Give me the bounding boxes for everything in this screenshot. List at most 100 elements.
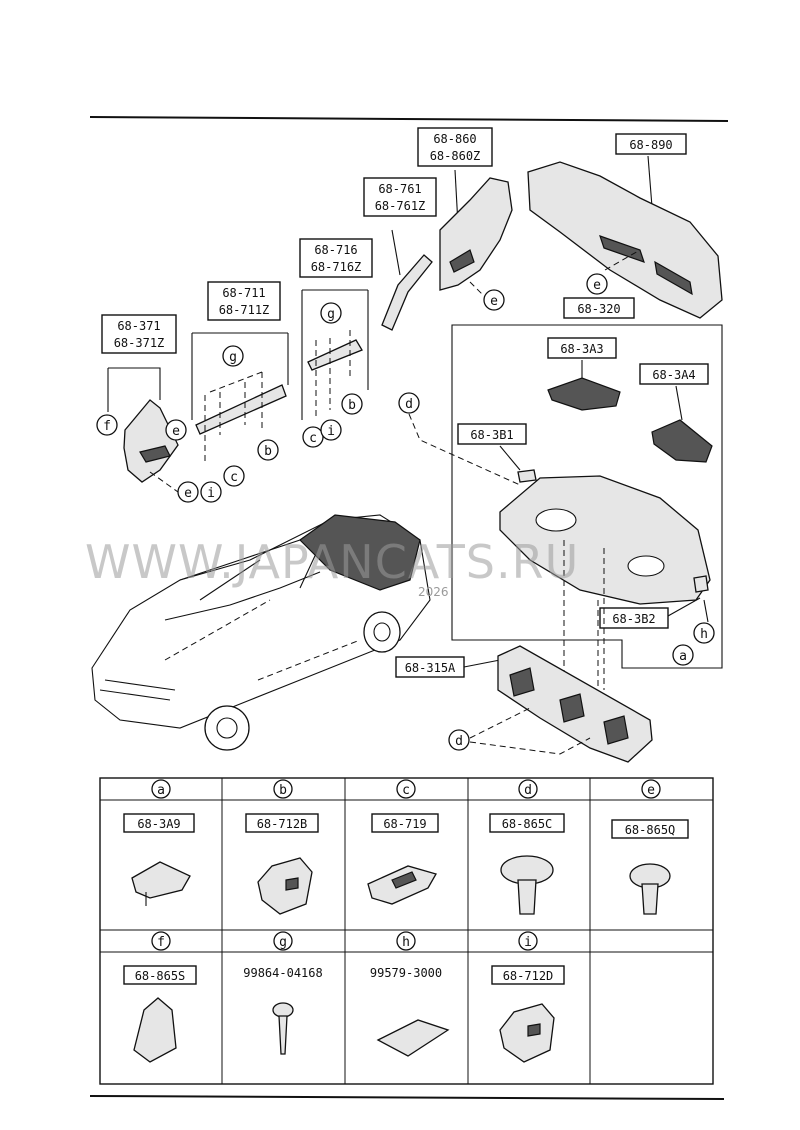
top-rule xyxy=(89,116,729,122)
pad-h-icon xyxy=(376,1019,450,1057)
svg-text:68-865Q: 68-865Q xyxy=(625,823,676,837)
svg-text:i: i xyxy=(524,935,532,950)
svg-text:68-320: 68-320 xyxy=(577,302,620,316)
marker-b-716: b xyxy=(341,393,363,415)
marker-c-716: c xyxy=(302,426,324,448)
marker-e-890: e xyxy=(586,273,608,295)
callout-68-3B1[interactable]: 68-3B1 xyxy=(457,423,527,445)
svg-text:h: h xyxy=(402,935,410,950)
svg-text:68-865C: 68-865C xyxy=(502,817,553,831)
callout-68-3A4[interactable]: 68-3A4 xyxy=(639,363,709,385)
marker-f-371: f xyxy=(96,414,118,436)
svg-text:68-761: 68-761 xyxy=(378,182,421,196)
svg-text:68-865S: 68-865S xyxy=(135,969,186,983)
svg-text:68-711Z: 68-711Z xyxy=(219,303,270,317)
clip-b-icon xyxy=(257,857,313,915)
svg-text:e: e xyxy=(490,294,498,309)
svg-text:68-3B2: 68-3B2 xyxy=(612,612,655,626)
callout-68-315A[interactable]: 68-315A xyxy=(395,656,465,678)
callout-68-860[interactable]: 68-860 68-860Z xyxy=(417,127,493,167)
marker-b-711: b xyxy=(257,439,279,461)
svg-text:g: g xyxy=(229,350,237,365)
svg-text:68-3A9: 68-3A9 xyxy=(137,817,180,831)
svg-text:68-3A3: 68-3A3 xyxy=(560,342,603,356)
svg-text:i: i xyxy=(327,424,335,439)
svg-text:c: c xyxy=(230,470,238,485)
callout-68-716[interactable]: 68-716 68-716Z xyxy=(299,238,373,278)
clip-part-68-3B1 xyxy=(517,469,537,483)
svg-text:d: d xyxy=(455,734,463,749)
marker-e-371a: e xyxy=(165,419,187,441)
svg-text:68-712D: 68-712D xyxy=(503,969,554,983)
svg-text:68-371Z: 68-371Z xyxy=(114,336,165,350)
speaker-grille-68-3A3 xyxy=(547,377,621,411)
callout-68-3B2[interactable]: 68-3B2 xyxy=(599,607,669,629)
clip-a-icon xyxy=(131,861,191,899)
svg-text:e: e xyxy=(184,486,192,501)
marker-h: h xyxy=(693,622,715,644)
svg-text:68-860Z: 68-860Z xyxy=(430,149,481,163)
svg-text:g: g xyxy=(327,307,335,322)
svg-text:a: a xyxy=(679,649,687,664)
fastener-table xyxy=(99,777,714,1085)
table-cell-g: g 99864-04168 xyxy=(243,931,323,1055)
clip-i-icon xyxy=(499,1003,555,1063)
svg-text:e: e xyxy=(593,278,601,293)
trim-part-68-711 xyxy=(195,384,287,435)
watermark-year: 2026 xyxy=(418,585,449,599)
table-cell-c: c 68-719 xyxy=(367,779,439,905)
callout-68-711[interactable]: 68-711 68-711Z xyxy=(207,281,281,321)
svg-text:68-3B1: 68-3B1 xyxy=(470,428,513,442)
trim-part-68-860 xyxy=(439,177,513,291)
svg-text:c: c xyxy=(402,783,410,798)
svg-text:68-890: 68-890 xyxy=(629,138,672,152)
callout-68-371[interactable]: 68-371 68-371Z xyxy=(101,314,177,354)
svg-text:b: b xyxy=(264,444,272,459)
table-cell-h: h 99579-3000 xyxy=(370,931,450,1057)
svg-text:b: b xyxy=(348,398,356,413)
svg-text:68-711: 68-711 xyxy=(222,286,265,300)
svg-text:f: f xyxy=(157,935,165,950)
bracket-part-68-371 xyxy=(123,399,179,483)
callout-68-761[interactable]: 68-761 68-761Z xyxy=(363,177,437,217)
svg-text:68-3A4: 68-3A4 xyxy=(652,368,695,382)
table-cell-b: b 68-712B xyxy=(245,779,319,915)
svg-text:68-371: 68-371 xyxy=(117,319,160,333)
svg-text:68-712B: 68-712B xyxy=(257,817,308,831)
svg-text:e: e xyxy=(172,424,180,439)
svg-text:68-860: 68-860 xyxy=(433,132,476,146)
bottom-rule xyxy=(89,1095,725,1100)
svg-text:99579-3000: 99579-3000 xyxy=(370,966,442,980)
table-cell-a: a 68-3A9 xyxy=(123,779,195,906)
marker-a: a xyxy=(672,644,694,666)
table-cell-i: i 68-712D xyxy=(491,931,565,1063)
table-cell-f: f 68-865S xyxy=(123,931,197,1063)
svg-text:d: d xyxy=(405,397,413,412)
svg-text:i: i xyxy=(207,486,215,501)
trim-part-68-890 xyxy=(527,161,723,319)
marker-g-711: g xyxy=(222,345,244,367)
table-cell-d: d 68-865C xyxy=(489,779,565,915)
screw-g-icon xyxy=(272,1002,294,1018)
marker-i-711: i xyxy=(200,481,222,503)
svg-text:e: e xyxy=(647,783,655,798)
watermark-text: WWW.JAPANCATS.RU xyxy=(85,535,579,589)
callout-68-3A3[interactable]: 68-3A3 xyxy=(547,337,617,359)
svg-text:99864-04168: 99864-04168 xyxy=(243,966,322,980)
marker-e-860: e xyxy=(483,289,505,311)
callout-68-320[interactable]: 68-320 xyxy=(563,297,635,319)
marker-d-tray: d xyxy=(398,392,420,414)
marker-e-371b: e xyxy=(177,481,199,503)
callout-68-890[interactable]: 68-890 xyxy=(615,133,687,155)
marker-c-711: c xyxy=(223,465,245,487)
svg-text:68-719: 68-719 xyxy=(383,817,426,831)
group-box-68-320 xyxy=(451,324,723,669)
speaker-grille-68-3A4 xyxy=(651,419,713,463)
table-cell-e: e 68-865Q xyxy=(611,779,689,915)
svg-text:68-716Z: 68-716Z xyxy=(311,260,362,274)
trim-part-68-761 xyxy=(381,254,433,331)
clip-f-icon xyxy=(133,997,177,1063)
svg-text:h: h xyxy=(700,627,708,642)
car-illustration xyxy=(91,514,431,751)
